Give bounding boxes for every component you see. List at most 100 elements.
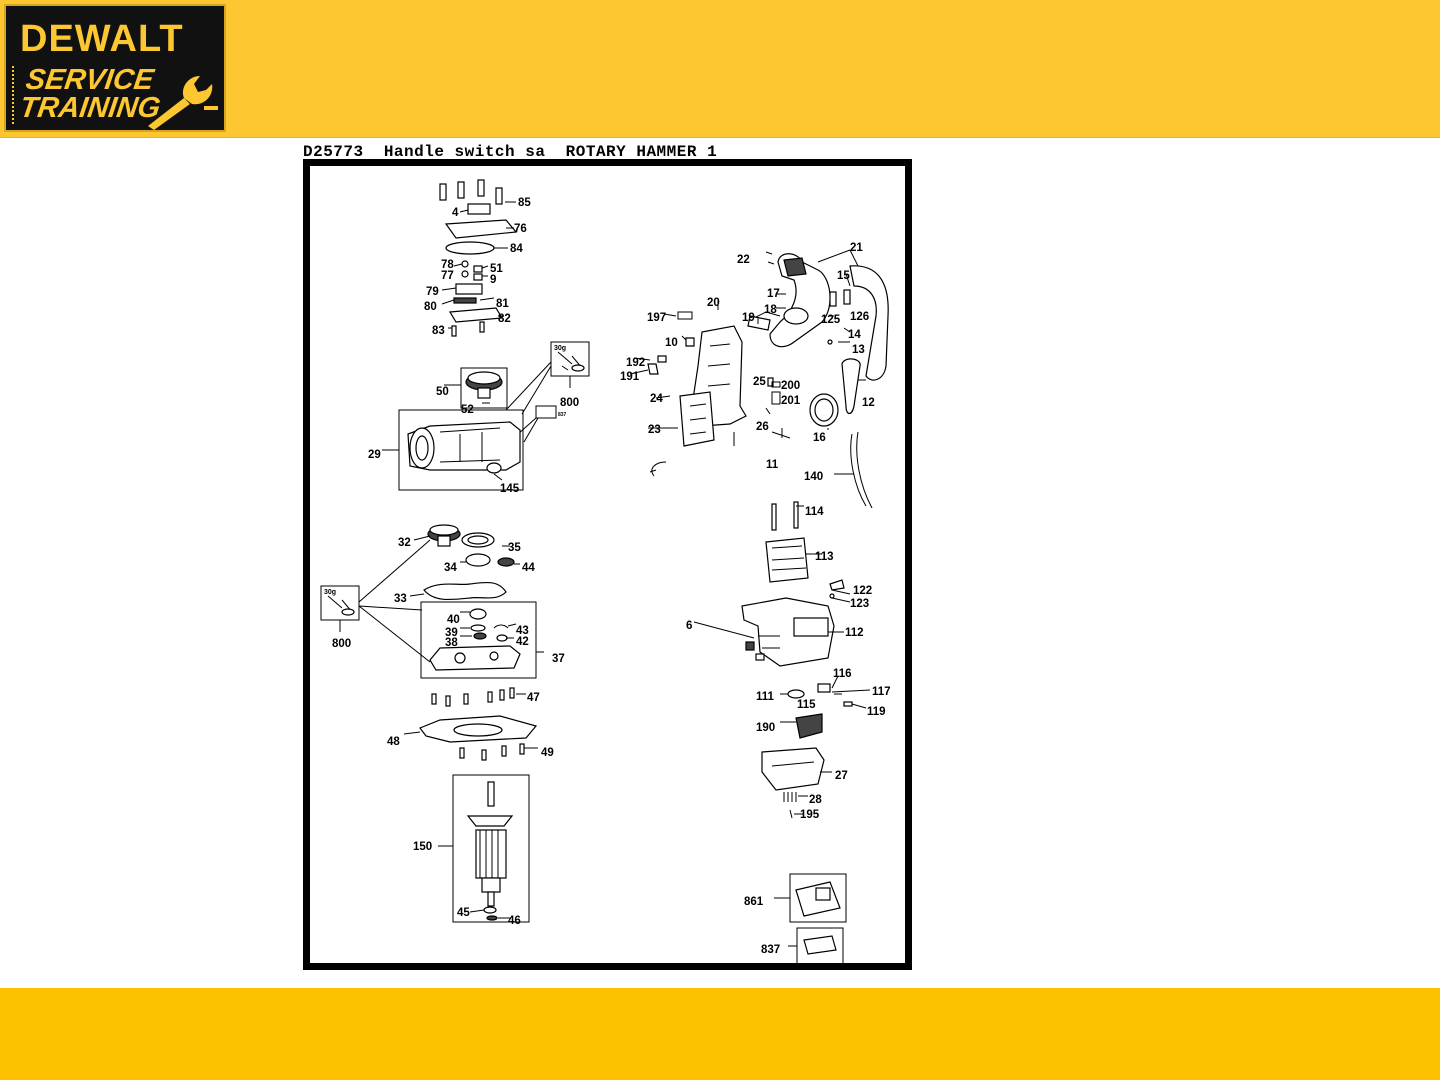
callout-122: 122 (853, 585, 872, 597)
grease-kit-left (320, 539, 431, 663)
boot-cord-group (809, 358, 873, 509)
callout-145: 145 (500, 483, 520, 495)
callout-81: 81 (496, 298, 509, 310)
callout-9: 9 (490, 274, 496, 286)
callout-21: 21 (850, 242, 863, 254)
callout-117: 117 (872, 686, 891, 698)
callout-10: 10 (665, 337, 678, 349)
callout-24: 24 (650, 393, 663, 405)
callout-191: 191 (620, 371, 640, 383)
callout-800-top: 800 (560, 397, 579, 409)
part-76 (444, 219, 518, 239)
logo-line-service: SERVICE (23, 64, 156, 96)
callout-140: 140 (804, 471, 823, 483)
callout-42: 42 (516, 636, 529, 648)
plate-48-group (403, 687, 538, 761)
part-4 (467, 203, 491, 215)
callout-23: 23 (648, 424, 661, 436)
callout-17: 17 (767, 288, 780, 300)
callout-28: 28 (809, 794, 822, 806)
switch-assembly-group (439, 179, 518, 337)
grease-label-left: 30g (324, 589, 336, 596)
callout-33: 33 (394, 593, 407, 605)
callout-27: 27 (835, 770, 848, 782)
logo-brand: DEWALT (20, 18, 184, 60)
callout-47: 47 (527, 692, 540, 704)
callout-190: 190 (756, 722, 775, 734)
callout-84: 84 (510, 243, 523, 255)
callout-35: 35 (508, 542, 521, 554)
gear-50-box (444, 367, 508, 409)
callout-44: 44 (522, 562, 535, 574)
gear-set-group (409, 524, 520, 601)
callout-25: 25 (753, 376, 766, 388)
dewalt-service-training-logo: DEWALT SERVICE TRAINING (4, 4, 226, 132)
callout-13: 13 (852, 344, 865, 356)
callout-116: 116 (833, 668, 852, 680)
callout-15: 15 (837, 270, 850, 282)
handle-21-group (753, 249, 889, 381)
callout-48: 48 (387, 736, 400, 748)
part-82 (448, 307, 504, 323)
callout-79: 79 (426, 286, 439, 298)
part-84 (445, 241, 495, 255)
wrench-icon (148, 76, 218, 130)
grease-label-top: 30g (554, 345, 566, 352)
callout-800-left: 800 (332, 638, 351, 650)
callout-82: 82 (498, 313, 511, 325)
callout-125: 125 (821, 314, 841, 326)
parts-drawing: 85 4 76 84 78 77 51 9 79 80 81 82 83 50 … (320, 179, 891, 963)
part-79 (455, 283, 483, 295)
callout-192: 192 (626, 357, 645, 369)
callout-115: 115 (797, 699, 816, 711)
callout-26: 26 (756, 421, 769, 433)
callout-labels: 85 4 76 84 78 77 51 9 79 80 81 82 83 50 … (324, 197, 891, 956)
logo-line-training: TRAINING (17, 92, 163, 124)
callout-77: 77 (441, 270, 454, 282)
callout-861: 861 (744, 896, 764, 908)
callout-29: 29 (368, 449, 381, 461)
callout-111: 111 (756, 691, 775, 703)
callout-45: 45 (457, 907, 470, 919)
callout-197: 197 (647, 312, 666, 324)
callout-16: 16 (813, 432, 826, 444)
gear-case-29-box (382, 409, 524, 491)
callout-18: 18 (764, 304, 777, 316)
callout-80: 80 (424, 301, 437, 313)
callout-200: 200 (781, 380, 800, 392)
callout-37: 37 (552, 653, 565, 665)
callout-83: 83 (432, 325, 445, 337)
logo-strip (12, 66, 22, 124)
armature-150-box (438, 774, 530, 923)
cover-37-box (420, 601, 544, 679)
screws-85 (439, 179, 503, 205)
callout-195: 195 (800, 809, 820, 821)
callout-39: 39 (445, 627, 458, 639)
callout-150: 150 (413, 841, 432, 853)
callout-113: 113 (815, 551, 834, 563)
callout-123: 123 (850, 598, 869, 610)
callout-22: 22 (737, 254, 750, 266)
callout-112: 112 (845, 627, 864, 639)
callout-50: 50 (436, 386, 449, 398)
callout-126: 126 (850, 311, 869, 323)
callout-6: 6 (686, 620, 692, 632)
callout-14: 14 (848, 329, 861, 341)
tiny-kit-label: 837 (558, 412, 567, 418)
exploded-parts-diagram: 85 4 76 84 78 77 51 9 79 80 81 82 83 50 … (303, 159, 912, 970)
callout-4: 4 (452, 207, 459, 219)
grease-kit-top (505, 341, 590, 443)
callout-20: 20 (707, 297, 720, 309)
kit-boxes-group (774, 873, 847, 963)
callout-52: 52 (461, 404, 474, 416)
callout-38: 38 (445, 637, 458, 649)
callout-49: 49 (541, 747, 554, 759)
header-bar: DEWALT SERVICE TRAINING (0, 0, 1440, 138)
callout-19: 19 (742, 312, 755, 324)
callout-78: 78 (441, 259, 454, 271)
callout-51: 51 (490, 263, 503, 275)
motor-group (693, 501, 871, 709)
callout-43: 43 (516, 625, 529, 637)
callout-12: 12 (862, 397, 875, 409)
callout-119: 119 (867, 706, 886, 718)
